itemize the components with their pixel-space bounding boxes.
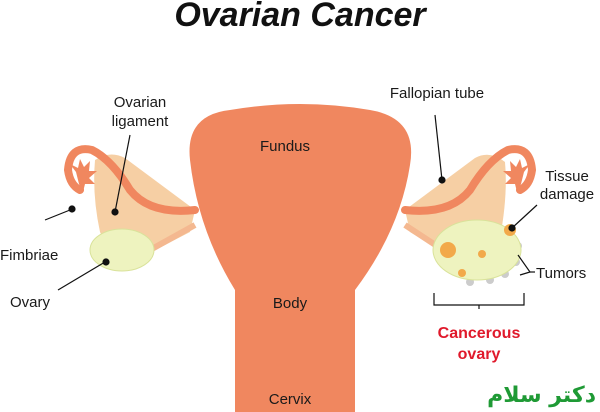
right-fimbriae [503, 159, 530, 192]
leader-lines [44, 114, 538, 309]
label-ovarian-ligament-2: ligament [112, 113, 170, 130]
label-cancerous-ovary: Cancerous [438, 325, 521, 342]
label-tissue-damage: Tissue [545, 168, 589, 185]
label-tissue-damage-2: damage [540, 186, 594, 203]
label-fundus: Fundus [260, 138, 310, 155]
cancerous-ovary [432, 219, 522, 281]
label-tumors: Tumors [536, 265, 586, 282]
uterus [189, 104, 412, 412]
left-fallopian-tube [63, 145, 199, 215]
label-ovarian-ligament: Ovarian [114, 94, 167, 111]
label-body: Body [273, 295, 308, 312]
label-cervix: Cervix [269, 391, 312, 408]
label-ovary: Ovary [10, 294, 51, 311]
label-cancerous-ovary-2: ovary [458, 346, 501, 363]
right-fallopian-tube [401, 145, 537, 215]
label-fallopian-tube: Fallopian tube [390, 85, 484, 102]
title: Ovarian Cancer [174, 0, 427, 34]
label-fimbriae: Fimbriae [0, 247, 58, 264]
left-ovarian-ligament [148, 222, 197, 253]
logo: دکتر سلام [487, 383, 596, 408]
left-fimbriae [70, 159, 97, 192]
